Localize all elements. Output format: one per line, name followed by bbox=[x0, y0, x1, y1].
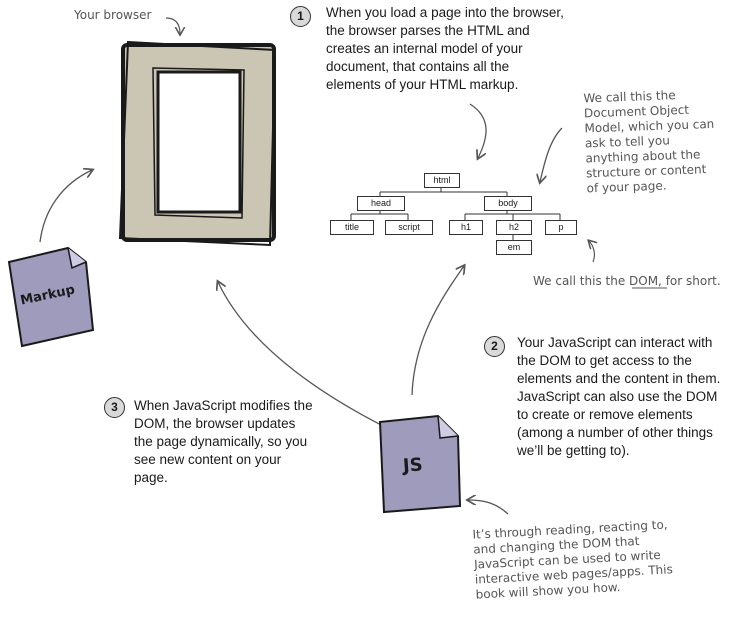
markup-to-browser-arrow bbox=[39, 170, 92, 243]
step-2-text: Your JavaScript can interact with the DO… bbox=[517, 335, 721, 458]
dom-node-script: script bbox=[385, 220, 433, 235]
dom-node-h2: h2 bbox=[496, 220, 532, 235]
note-to-js-arrow bbox=[468, 500, 509, 515]
dom-node-p: p bbox=[545, 220, 577, 235]
dom-node-body: body bbox=[484, 196, 532, 211]
browser-label-arrow bbox=[165, 17, 180, 34]
through-dom-note: It’s through reading, reacting to, and c… bbox=[472, 517, 674, 602]
step-1-text: When you load a page into the browser, t… bbox=[326, 5, 564, 92]
dom-short-prefix: We call this the bbox=[533, 274, 630, 288]
your-browser-label: Your browser bbox=[74, 8, 152, 22]
step-1-badge: 1 bbox=[290, 6, 311, 27]
markup-document-drawing bbox=[7, 246, 95, 348]
dom-node-html: html bbox=[424, 173, 460, 188]
dom-short-arrow bbox=[589, 241, 594, 263]
dom-node-title: title bbox=[330, 220, 374, 235]
step-3-text: When JavaScript modifies the DOM, the br… bbox=[134, 398, 313, 485]
dom-short-note: We call this the DOM, for short. bbox=[533, 274, 731, 289]
browser-frame-drawing bbox=[118, 40, 277, 247]
step-2-badge: 2 bbox=[484, 336, 505, 357]
js-document-drawing bbox=[378, 414, 462, 514]
dom-node-em: em bbox=[496, 240, 532, 255]
dom-node-head: head bbox=[357, 196, 405, 211]
js-to-dom-arrow bbox=[411, 266, 464, 396]
js-to-browser-arrow bbox=[218, 282, 396, 433]
step-3-badge: 3 bbox=[104, 397, 125, 418]
dom-short-term: DOM, bbox=[629, 274, 662, 288]
dom-model-note: We call this the Document Object Model, … bbox=[583, 88, 715, 196]
dom-node-h1: h1 bbox=[449, 220, 483, 235]
parse-to-tree-arrow bbox=[469, 103, 487, 158]
dom-short-suffix: for short. bbox=[661, 274, 721, 288]
js-file-label: JS bbox=[402, 454, 424, 477]
dom-tree-connectors bbox=[350, 186, 561, 240]
note-to-tree-arrow bbox=[540, 127, 563, 182]
